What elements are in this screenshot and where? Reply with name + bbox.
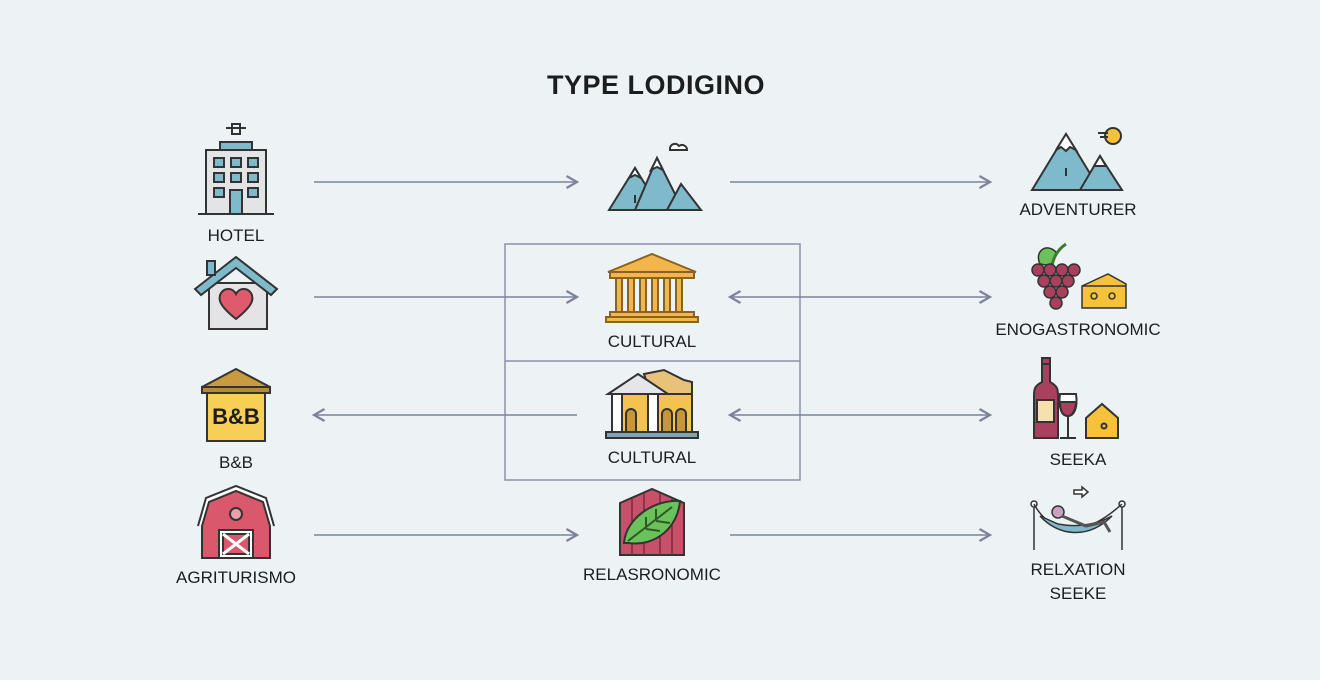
lodging-agriturismo: AGRITURISMO [126, 484, 346, 590]
mountains-icon [607, 142, 704, 211]
profile-label-line2: SEEKE [1049, 584, 1107, 603]
house-heart-icon [193, 255, 279, 330]
lodging-label: HOTEL [207, 226, 265, 245]
middle-label: CULTURAL [607, 448, 697, 467]
diagram-title: TYPE LODIGINO [546, 70, 766, 100]
wine-cheese-icon [1033, 357, 1119, 439]
profile-label: RELXATION SEEKE [968, 558, 1188, 606]
lodging-bnb: B&B B&B [126, 367, 346, 475]
historic-building-icon [604, 368, 699, 439]
profile-relaxation: RELXATION SEEKE [968, 484, 1188, 606]
lodging-house [126, 255, 346, 331]
bnb-sign-text: B&B [212, 404, 260, 429]
profile-label: ENOGASTRONOMIC [995, 320, 1161, 339]
hammock-icon [1030, 485, 1126, 550]
mountain-sun-icon [1030, 127, 1124, 191]
grapes-cheese-icon [1031, 242, 1127, 310]
profile-enogastronomic: ENOGASTRONOMIC [968, 240, 1188, 342]
bnb-icon: B&B [201, 367, 271, 442]
profile-label: SEEKA [1049, 450, 1107, 469]
leaf-barn-icon [619, 487, 685, 556]
cultural-group-box [504, 243, 801, 481]
profile-seeka: SEEKA [968, 356, 1188, 472]
middle-cultural-temple: CULTURAL [542, 252, 762, 354]
profile-label-line1: RELXATION [1030, 560, 1126, 579]
middle-relasronomic: RELASRONOMIC [542, 487, 762, 587]
hotel-icon [198, 123, 274, 215]
lodging-hotel: HOTEL [126, 120, 346, 248]
barn-icon [197, 484, 275, 559]
lodging-label: AGRITURISMO [176, 568, 296, 587]
temple-icon [605, 252, 699, 323]
profile-label: ADVENTURER [1019, 200, 1137, 219]
middle-label: CULTURAL [607, 332, 697, 351]
profile-adventurer: ADVENTURER [968, 122, 1188, 222]
middle-cultural-building: CULTURAL [542, 368, 762, 470]
middle-label: RELASRONOMIC [583, 565, 721, 584]
middle-mountains [545, 140, 765, 212]
lodging-label: B&B [218, 453, 254, 472]
